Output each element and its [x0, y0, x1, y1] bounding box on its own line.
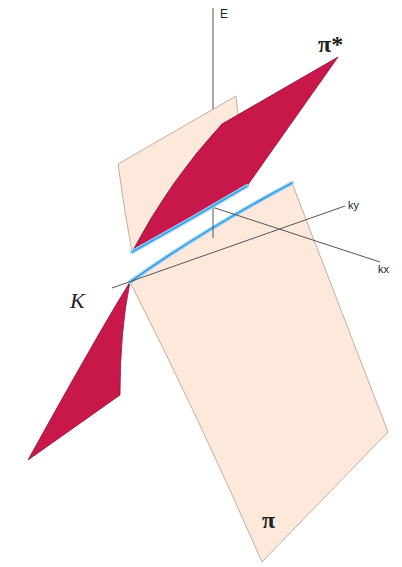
- band-label: π*: [318, 32, 343, 56]
- axis-label: kx: [378, 264, 389, 275]
- axis-label: ky: [348, 200, 359, 211]
- point-label: K: [70, 290, 85, 312]
- pi-band-left-face: [28, 282, 130, 460]
- pi-star-band-valley-line: [132, 186, 247, 252]
- pi-band-right-face: [130, 183, 388, 562]
- pi-star-band-valley: [132, 186, 247, 252]
- pi-star-band-front-face: [132, 57, 338, 252]
- band-label: π: [262, 508, 275, 532]
- axis-label: E: [220, 8, 228, 20]
